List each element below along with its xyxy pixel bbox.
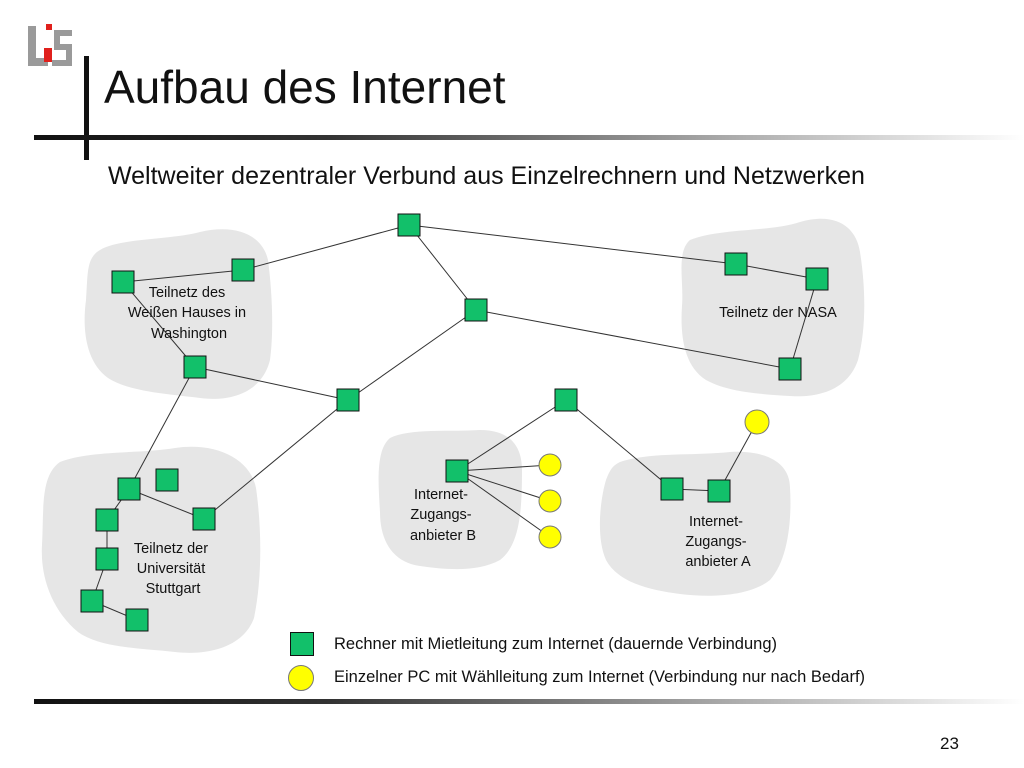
router-node-provider-a-1 [660,477,684,501]
router-node-nasa-2 [805,267,829,291]
legend-leased-line-text: Rechner mit Mietleitung zum Internet (da… [334,635,777,653]
footer-rule [34,699,1024,704]
router-node-nasa-3 [778,357,802,381]
dialup-pc-b-3 [538,525,562,549]
router-square-icon [290,632,314,656]
router-node-provider-a-2 [707,479,731,503]
dialup-pc-nodes [538,409,770,549]
router-node-provider-b [445,459,469,483]
router-nodes [80,213,829,632]
router-node-backbone-right [554,388,578,412]
cloud-provider-b [378,430,522,570]
router-node-wh-2 [231,258,255,282]
router-node-nasa-1 [724,252,748,276]
label-provider-b: Internet- Zugangs- anbieter B [410,487,476,544]
router-node-hub [336,388,360,412]
router-node-uni-6 [80,589,104,613]
legend-dialup-text: Einzelner PC mit Wählleitung zum Interne… [334,668,866,686]
pc-circle-icon [288,665,314,691]
dialup-pc-b-2 [538,489,562,513]
router-node-uni-2 [155,468,179,492]
network-links [91,224,818,621]
router-node-top [397,213,421,237]
router-node-wh-1 [111,270,135,294]
slide-subtitle: Weltweiter dezentraler Verbund aus Einze… [108,162,865,190]
label-nasa: Teilnetz der NASA [719,305,837,321]
dialup-pc-b-1 [538,453,562,477]
label-provider-a: Internet- Zugangs- anbieter A [685,514,751,570]
title-rule [34,135,1024,140]
router-node-uni-1 [117,477,141,501]
title-vertical-bar [84,56,89,160]
label-university: Teilnetz der Universität Stuttgart [134,541,212,597]
cloud-provider-a [599,451,791,596]
router-node-wh-3 [183,355,207,379]
router-node-uni-7 [125,608,149,632]
dialup-pc-a [744,409,770,435]
router-node-uni-4 [95,508,119,532]
slide-title: Aufbau des Internet [104,61,506,113]
page-number: 23 [940,734,959,753]
lehrstuhl-logo [28,24,72,66]
router-node-uni-3 [192,507,216,531]
router-node-uni-5 [95,547,119,571]
label-white-house: Teilnetz des Weißen Hauses in Washington [128,285,250,342]
router-node-center [464,298,488,322]
